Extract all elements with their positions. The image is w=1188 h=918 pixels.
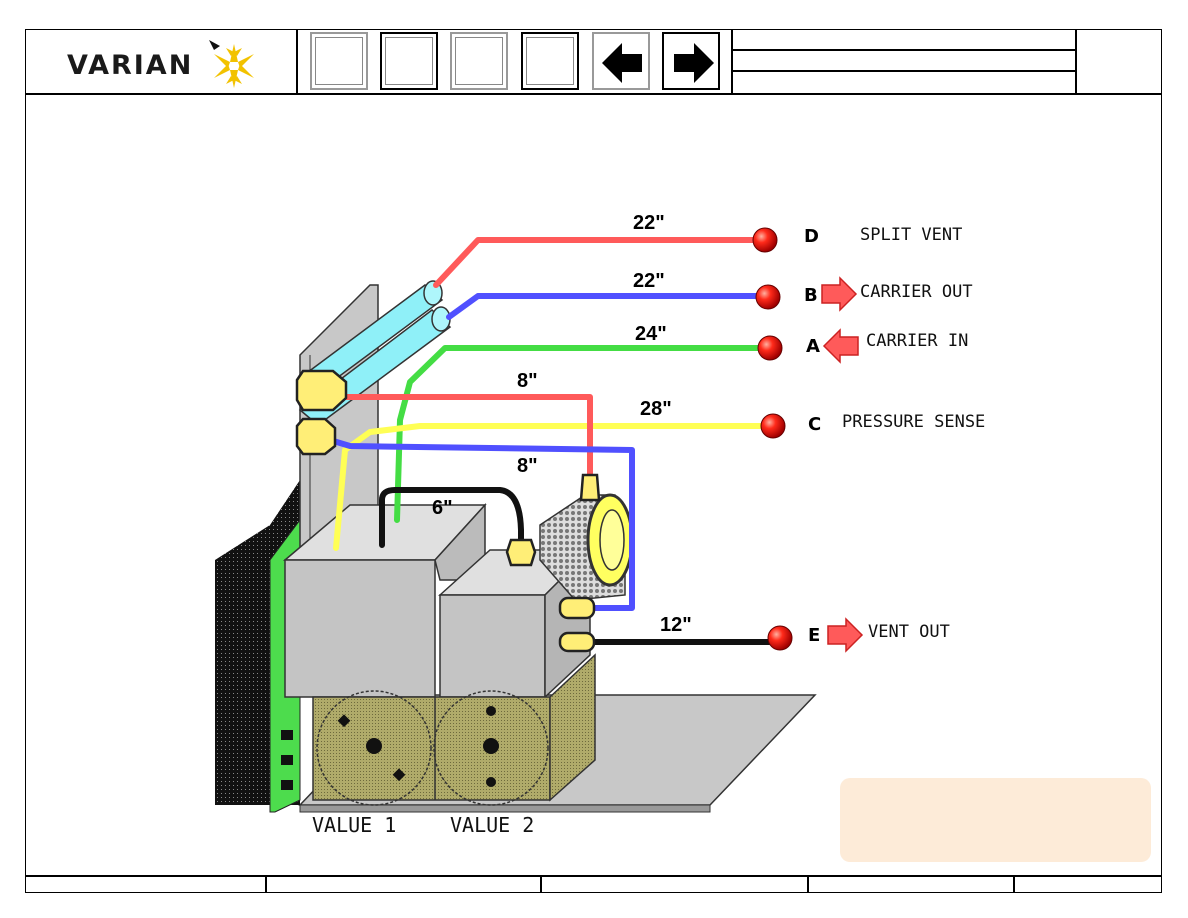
tube-blue-internal	[317, 434, 635, 611]
port-label-split-vent: SPLIT VENT	[860, 225, 963, 245]
port-letter-b: B	[804, 285, 818, 306]
fitting-bottom	[295, 417, 337, 456]
blank-button-2[interactable]	[380, 32, 438, 90]
tube-carrier-in	[394, 345, 771, 523]
port-letter-c: C	[808, 414, 822, 435]
header-row-line-2	[731, 70, 1076, 72]
header-sep-3	[1075, 29, 1077, 94]
header-sep-1	[296, 29, 298, 94]
length-red-internal: 8"	[517, 370, 538, 392]
length-split-vent: 22"	[633, 212, 665, 234]
brand-name: VARIAN	[67, 50, 194, 81]
page-frame	[25, 29, 1162, 893]
valve-2-dial	[433, 690, 549, 806]
port-ball-a	[757, 335, 783, 361]
footer-sep-1	[265, 875, 267, 893]
port-ball-d	[752, 227, 778, 253]
tube-pressure-sense	[333, 423, 775, 551]
fitting-valve2-upper	[558, 596, 596, 620]
varian-logo-icon	[209, 40, 254, 88]
blank-button-1[interactable]	[310, 32, 368, 90]
fitting-valve2-lower	[558, 631, 596, 653]
blank-button-4[interactable]	[521, 32, 579, 90]
port-label-pressure-sense: PRESSURE SENSE	[842, 412, 986, 432]
forward-arrow-button[interactable]	[662, 32, 720, 90]
footer-sep-3	[807, 875, 809, 893]
valve-1-dial	[316, 690, 432, 806]
port-label-carrier-out: CARRIER OUT	[860, 282, 973, 302]
tube-black-internal	[379, 487, 524, 548]
note-box	[840, 778, 1151, 862]
port-letter-e: E	[808, 625, 821, 646]
length-carrier-out: 22"	[633, 270, 665, 292]
fitting-black	[505, 538, 537, 567]
fitting-top	[295, 369, 348, 412]
footer-sep-2	[540, 875, 542, 893]
valve-2-label: VALUE 2	[450, 813, 535, 837]
port-label-vent-out: VENT OUT	[868, 622, 950, 642]
port-letter-a: A	[806, 336, 820, 357]
footer-divider	[25, 875, 1162, 877]
back-arrow-button[interactable]	[592, 32, 650, 90]
tube-carrier-out	[446, 293, 771, 320]
footer-sep-4	[1013, 875, 1015, 893]
port-letter-d: D	[804, 226, 819, 247]
fitting-heater-top	[579, 473, 601, 502]
arrow-left-a	[822, 328, 859, 364]
port-ball-c	[760, 413, 786, 439]
blank-button-3[interactable]	[450, 32, 508, 90]
port-label-carrier-in: CARRIER IN	[866, 331, 969, 351]
header-sep-2	[731, 29, 733, 94]
length-pressure-sense: 28"	[640, 398, 672, 420]
left-arrow-icon	[602, 43, 642, 83]
header-divider	[25, 93, 1162, 95]
length-blue-internal: 8"	[517, 455, 538, 477]
arrow-right-b	[821, 276, 858, 312]
valve-1-label: VALUE 1	[312, 813, 397, 837]
port-ball-b	[755, 284, 781, 310]
header-row-line-1	[731, 49, 1076, 51]
length-vent-out: 12"	[660, 614, 692, 636]
length-carrier-in: 24"	[635, 323, 667, 345]
length-black-internal: 6"	[432, 497, 453, 519]
tube-split-vent	[433, 237, 768, 288]
arrow-right-e	[827, 617, 864, 653]
port-ball-e	[767, 625, 793, 651]
right-arrow-icon	[674, 43, 714, 83]
